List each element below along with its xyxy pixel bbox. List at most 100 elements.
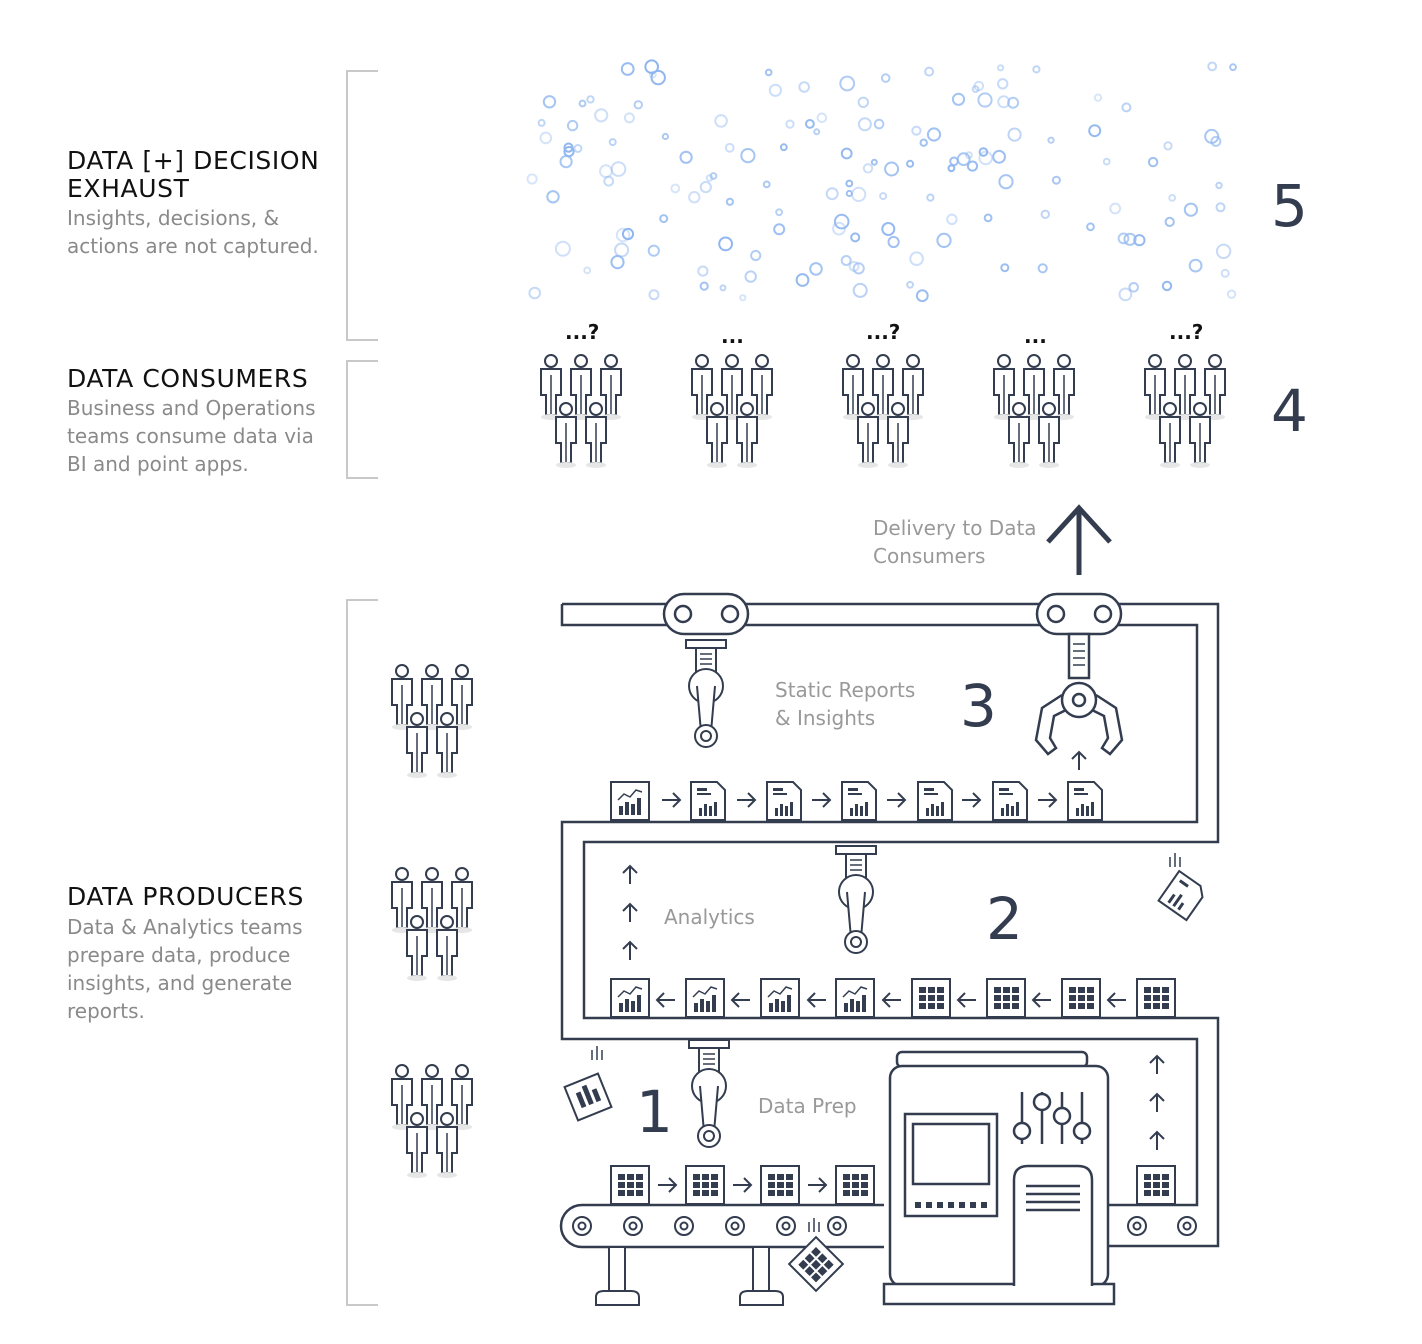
exhaust-bubble bbox=[1147, 156, 1159, 168]
exhaust-bubble bbox=[1210, 135, 1222, 147]
exhaust-bubble bbox=[839, 75, 856, 92]
exhaust-bubble bbox=[762, 180, 771, 189]
exhaust-bubble bbox=[997, 95, 1011, 109]
step-number-3: 3 bbox=[960, 672, 997, 740]
step-number-5: 5 bbox=[1271, 172, 1308, 240]
exhaust-bubble bbox=[679, 150, 693, 164]
exhaust-bubble bbox=[1088, 124, 1102, 138]
exhaust-bubble bbox=[566, 119, 579, 132]
exhaust-bubble bbox=[998, 174, 1014, 190]
exhaust-bubble bbox=[805, 119, 815, 129]
exhaust-bubble bbox=[845, 189, 853, 198]
exhaust-bubble bbox=[670, 183, 681, 194]
exhaust-bubble bbox=[537, 118, 546, 127]
exhaust-bubble bbox=[615, 227, 631, 243]
exhaust-bubble bbox=[997, 64, 1005, 72]
data-prep-machine bbox=[882, 1050, 1116, 1306]
bracket-producers bbox=[346, 599, 378, 1306]
exhaust-bubble bbox=[648, 70, 657, 79]
exhaust-bubble bbox=[688, 191, 701, 204]
exhaust-bubble bbox=[1215, 243, 1232, 260]
exhaust-bubble bbox=[1215, 181, 1223, 190]
exhaust-bubble bbox=[542, 95, 557, 109]
exhaust-bubble bbox=[926, 193, 935, 202]
exhaust-bubble bbox=[623, 112, 635, 124]
exhaust-bubble bbox=[965, 151, 973, 160]
bracket-exhaust bbox=[346, 70, 378, 341]
producers-desc-line4: reports. bbox=[67, 999, 145, 1023]
consumers-desc-line2: teams consume data via bbox=[67, 424, 314, 448]
delivery-label-line2: Consumers bbox=[873, 544, 986, 568]
exhaust-bubble bbox=[966, 160, 979, 172]
exhaust-bubble bbox=[978, 147, 989, 157]
exhaust-bubble bbox=[699, 181, 712, 194]
exhaust-bubble bbox=[610, 255, 625, 270]
exhaust-bubble bbox=[563, 142, 574, 153]
exhaust-bubble bbox=[1183, 202, 1199, 217]
exhaust-bubble bbox=[879, 192, 888, 201]
exhaust-bubble bbox=[1037, 263, 1048, 274]
exhaust-bubble bbox=[832, 221, 846, 236]
exhaust-bubble bbox=[915, 289, 929, 303]
exhaust-bubble bbox=[971, 85, 980, 93]
exhaust-bubble bbox=[919, 138, 928, 147]
exhaust-bubble bbox=[659, 214, 669, 224]
exhaust-bubble bbox=[1163, 141, 1173, 151]
exhaust-bubble bbox=[1109, 202, 1122, 215]
exhaust-bubble bbox=[603, 175, 615, 187]
consumer-group-3 bbox=[843, 355, 923, 468]
exhaust-bubble bbox=[880, 73, 891, 83]
exhaust-bubble bbox=[1117, 232, 1130, 245]
consumer-group-5 bbox=[1145, 355, 1225, 468]
exhaust-bubble bbox=[977, 92, 993, 108]
exhaust-bubble bbox=[852, 262, 865, 275]
exhaust-bubble bbox=[578, 99, 587, 108]
exhaust-bubble bbox=[610, 161, 627, 177]
exhaust-bubble bbox=[840, 255, 852, 266]
exhaust-bubble bbox=[1226, 289, 1237, 299]
exhaust-bubble bbox=[1215, 202, 1226, 213]
data-prep-label: Data Prep bbox=[758, 1094, 857, 1118]
exhaust-bubble bbox=[1204, 128, 1220, 144]
robot-arm-data-prep bbox=[688, 1039, 730, 1148]
exhaust-bubble bbox=[845, 179, 854, 188]
exhaust-bubble bbox=[1040, 209, 1051, 220]
exhaust-bubble bbox=[633, 100, 643, 110]
exhaust-bubble bbox=[546, 190, 560, 204]
exhaust-bubble bbox=[647, 244, 660, 257]
exhaust-bubble bbox=[816, 112, 828, 124]
exhaust-bubble bbox=[881, 222, 896, 236]
consumer-group-1 bbox=[541, 355, 621, 468]
exhaust-bubble bbox=[705, 174, 714, 182]
exhaust-bubble bbox=[1229, 63, 1237, 72]
exhaust-bubble bbox=[1121, 102, 1132, 113]
bracket-consumers bbox=[346, 360, 378, 479]
exhaust-bubble bbox=[813, 128, 821, 136]
exhaust-bubble bbox=[724, 142, 735, 153]
exhaust-bubble bbox=[779, 143, 788, 152]
exhaust-bubble bbox=[773, 223, 786, 236]
producer-group-top bbox=[392, 665, 472, 778]
exhaust-bubble bbox=[563, 146, 575, 158]
exhaust-bubble bbox=[887, 235, 900, 249]
exhaust-bubble bbox=[621, 227, 635, 241]
exhaust-title-line2: EXHAUST bbox=[67, 174, 190, 203]
step-number-2: 2 bbox=[986, 885, 1023, 953]
exhaust-bubble bbox=[852, 282, 868, 298]
exhaust-bubble bbox=[1051, 175, 1061, 185]
exhaust-bubble bbox=[1047, 136, 1055, 144]
exhaust-bubble bbox=[1102, 157, 1111, 166]
exhaust-bubble bbox=[1007, 96, 1020, 109]
exhaust-bubble bbox=[697, 265, 709, 277]
consumer-mark-1: ...? bbox=[565, 320, 600, 344]
exhaust-bubble bbox=[884, 161, 900, 177]
robot-arm-analytics bbox=[835, 845, 877, 954]
exhaust-title-line1: DATA [+] DECISION bbox=[67, 146, 320, 175]
exhaust-bubble bbox=[1128, 282, 1139, 293]
exhaust-bubble bbox=[594, 108, 609, 123]
exhaust-bubble bbox=[1161, 280, 1173, 292]
exhaust-bubble bbox=[614, 242, 630, 258]
exhaust-bubble bbox=[586, 95, 595, 104]
